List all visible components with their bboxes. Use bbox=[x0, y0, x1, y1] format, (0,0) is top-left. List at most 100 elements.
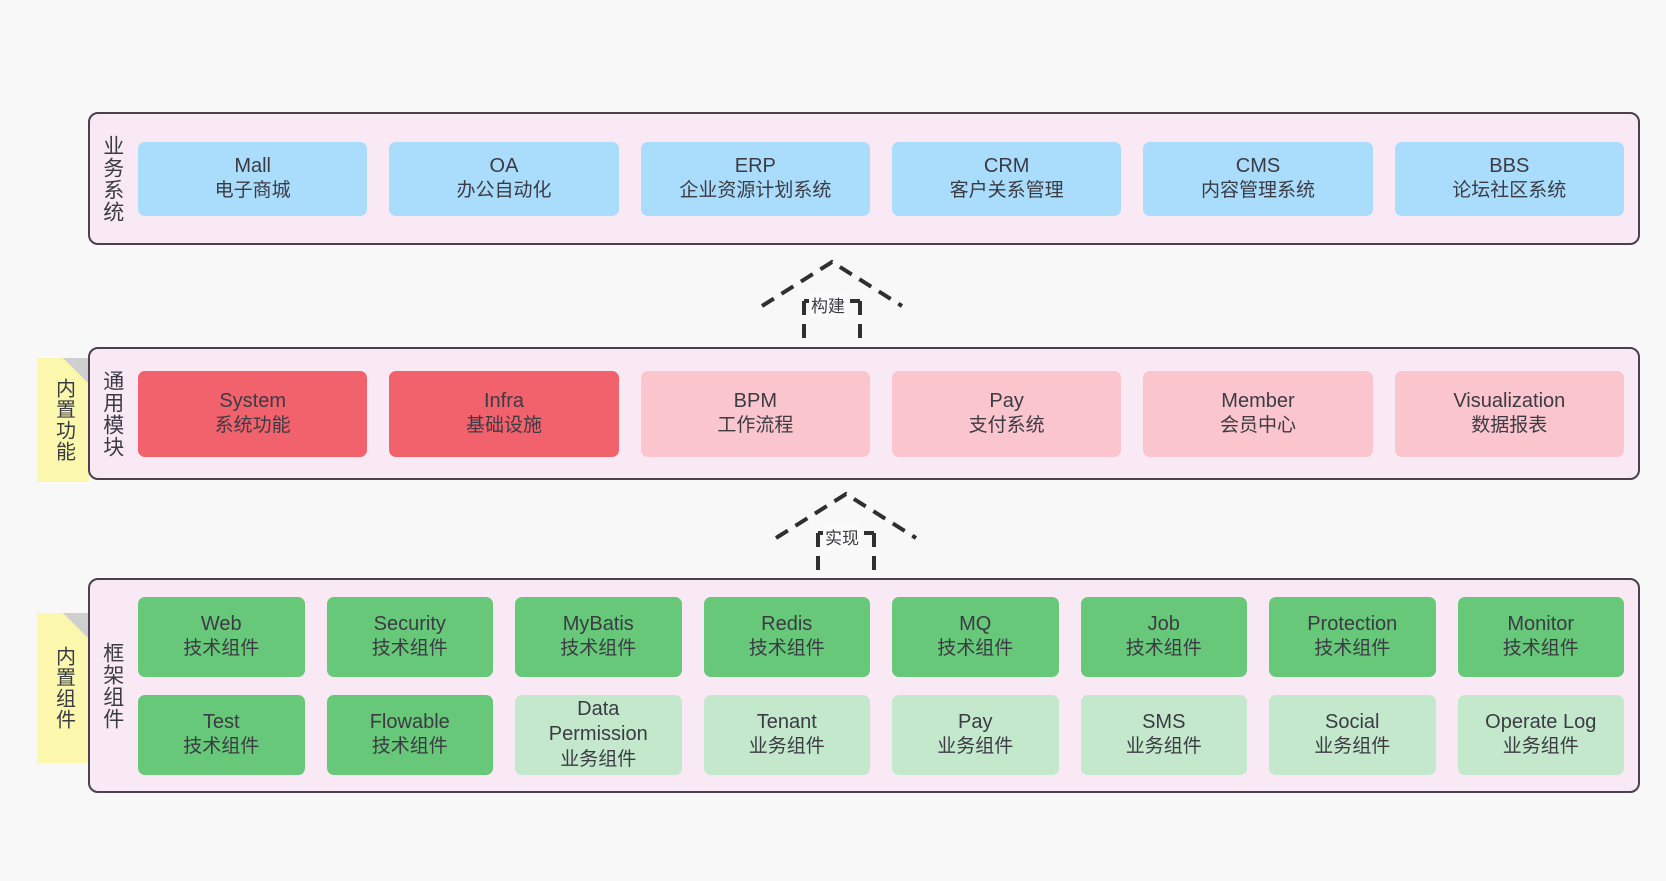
node-sms[interactable]: SMS 业务组件 bbox=[1080, 694, 1247, 775]
connector-label-build: 构建 bbox=[809, 292, 847, 317]
node-job[interactable]: Job 技术组件 bbox=[1080, 596, 1247, 677]
layer-body-business: Mall 电子商城 OA 办公自动化 ERP 企业资源计划系统 CRM 客户关系… bbox=[134, 114, 1638, 243]
node-mall[interactable]: Mall 电子商城 bbox=[138, 141, 368, 216]
note-fold-icon bbox=[63, 613, 89, 639]
node-title: Security bbox=[373, 612, 446, 635]
node-title: Tenant bbox=[756, 710, 817, 733]
node-title: Protection bbox=[1307, 612, 1398, 635]
node-oa[interactable]: OA 办公自动化 bbox=[389, 141, 619, 216]
node-system[interactable]: System 系统功能 bbox=[138, 370, 368, 457]
node-subtitle: 电子商城 bbox=[214, 180, 291, 202]
node-title: SMS bbox=[1142, 710, 1186, 733]
node-cms[interactable]: CMS 内容管理系统 bbox=[1143, 141, 1373, 216]
layer-framework-components: 框架组件 Web 技术组件 Security 技术组件 MyBatis 技术组件… bbox=[88, 578, 1640, 793]
node-title: Data bbox=[577, 697, 620, 720]
layer-common-modules: 通用模块 System 系统功能 Infra 基础设施 BPM 工作流程 Pay… bbox=[88, 347, 1640, 480]
node-visualization[interactable]: Visualization 数据报表 bbox=[1394, 370, 1624, 457]
node-mybatis[interactable]: MyBatis 技术组件 bbox=[515, 596, 682, 677]
node-row: Test 技术组件 Flowable 技术组件 Data Permission … bbox=[138, 694, 1624, 775]
connector-label-implement: 实现 bbox=[823, 524, 861, 549]
node-title: Pay bbox=[989, 389, 1024, 412]
node-subtitle: 数据报表 bbox=[1471, 415, 1548, 437]
node-subtitle: 基础设施 bbox=[465, 415, 542, 437]
node-title: Visualization bbox=[1453, 389, 1566, 412]
node-pay-component[interactable]: Pay 业务组件 bbox=[892, 694, 1059, 775]
node-title: BBS bbox=[1489, 154, 1530, 177]
node-title: Web bbox=[200, 612, 242, 635]
node-row: System 系统功能 Infra 基础设施 BPM 工作流程 Pay 支付系统… bbox=[138, 370, 1624, 457]
node-subtitle: 技术组件 bbox=[560, 638, 637, 660]
node-title: Social bbox=[1325, 710, 1380, 733]
node-subtitle: 会员中心 bbox=[1219, 415, 1296, 437]
node-title: Monitor bbox=[1507, 612, 1575, 635]
connector-build: 构建 bbox=[752, 256, 912, 353]
node-title: Redis bbox=[761, 612, 813, 635]
node-title: Flowable bbox=[369, 710, 450, 733]
node-subtitle: 客户关系管理 bbox=[949, 180, 1064, 202]
node-monitor[interactable]: Monitor 技术组件 bbox=[1457, 596, 1624, 677]
node-redis[interactable]: Redis 技术组件 bbox=[703, 596, 870, 677]
node-data-permission[interactable]: Data Permission 业务组件 bbox=[515, 694, 682, 775]
node-title: Mall bbox=[234, 154, 271, 177]
node-security[interactable]: Security 技术组件 bbox=[326, 596, 493, 677]
node-title: CRM bbox=[983, 154, 1030, 177]
node-crm[interactable]: CRM 客户关系管理 bbox=[891, 141, 1122, 216]
node-mq[interactable]: MQ 技术组件 bbox=[892, 596, 1059, 677]
node-subtitle: 内容管理系统 bbox=[1200, 180, 1315, 202]
note-fold-icon bbox=[63, 358, 89, 384]
node-subtitle: 技术组件 bbox=[183, 638, 260, 660]
node-title: Test bbox=[202, 710, 240, 733]
connector-implement: 实现 bbox=[766, 488, 926, 585]
node-row: Web 技术组件 Security 技术组件 MyBatis 技术组件 Redi… bbox=[138, 596, 1624, 677]
note-builtin-component: 内置组件 bbox=[37, 613, 89, 763]
node-title: BPM bbox=[733, 389, 777, 412]
note-text: 内置组件 bbox=[52, 646, 75, 730]
node-subtitle: 论坛社区系统 bbox=[1452, 180, 1567, 202]
node-title: Job bbox=[1147, 612, 1180, 635]
layer-body-modules: System 系统功能 Infra 基础设施 BPM 工作流程 Pay 支付系统… bbox=[134, 349, 1638, 478]
node-bbs[interactable]: BBS 论坛社区系统 bbox=[1394, 141, 1624, 216]
node-member[interactable]: Member 会员中心 bbox=[1143, 370, 1373, 457]
node-subtitle: 业务组件 bbox=[1125, 736, 1202, 758]
node-tenant[interactable]: Tenant 业务组件 bbox=[703, 694, 870, 775]
layer-body-framework: Web 技术组件 Security 技术组件 MyBatis 技术组件 Redi… bbox=[134, 580, 1638, 791]
node-title-line2: Permission bbox=[548, 723, 648, 746]
node-flowable[interactable]: Flowable 技术组件 bbox=[326, 694, 493, 775]
node-title: ERP bbox=[734, 154, 776, 177]
node-subtitle: 支付系统 bbox=[968, 415, 1045, 437]
node-pay-module[interactable]: Pay 支付系统 bbox=[891, 370, 1122, 457]
node-subtitle: 技术组件 bbox=[183, 736, 260, 758]
note-builtin-function: 内置功能 bbox=[37, 358, 89, 482]
node-title: System bbox=[219, 389, 286, 412]
node-operate-log[interactable]: Operate Log 业务组件 bbox=[1457, 694, 1624, 775]
node-bpm[interactable]: BPM 工作流程 bbox=[640, 370, 870, 457]
node-infra[interactable]: Infra 基础设施 bbox=[389, 370, 619, 457]
node-subtitle: 技术组件 bbox=[1125, 638, 1202, 660]
layer-title-modules: 通用模块 bbox=[100, 369, 124, 458]
node-title: MQ bbox=[959, 612, 992, 635]
node-web[interactable]: Web 技术组件 bbox=[138, 596, 305, 677]
node-subtitle: 业务组件 bbox=[1314, 736, 1391, 758]
node-subtitle: 技术组件 bbox=[371, 736, 448, 758]
node-protection[interactable]: Protection 技术组件 bbox=[1269, 596, 1436, 677]
node-subtitle: 技术组件 bbox=[371, 638, 448, 660]
node-social[interactable]: Social 业务组件 bbox=[1269, 694, 1436, 775]
node-title: OA bbox=[489, 154, 519, 177]
layer-title-framework: 框架组件 bbox=[100, 641, 124, 730]
node-subtitle: 技术组件 bbox=[748, 638, 825, 660]
node-subtitle: 业务组件 bbox=[1502, 736, 1579, 758]
layer-business-system: 业务系统 Mall 电子商城 OA 办公自动化 ERP 企业资源计划系统 CRM… bbox=[88, 112, 1640, 245]
node-subtitle: 工作流程 bbox=[717, 415, 794, 437]
node-subtitle: 系统功能 bbox=[214, 415, 291, 437]
node-test[interactable]: Test 技术组件 bbox=[138, 694, 305, 775]
node-subtitle: 技术组件 bbox=[937, 638, 1014, 660]
node-title: Infra bbox=[483, 389, 524, 412]
node-subtitle: 办公自动化 bbox=[456, 180, 552, 202]
node-title: MyBatis bbox=[562, 612, 634, 635]
node-erp[interactable]: ERP 企业资源计划系统 bbox=[640, 141, 870, 216]
note-text: 内置功能 bbox=[52, 378, 75, 462]
node-subtitle: 技术组件 bbox=[1314, 638, 1391, 660]
node-title: CMS bbox=[1235, 154, 1281, 177]
node-subtitle: 技术组件 bbox=[1502, 638, 1579, 660]
